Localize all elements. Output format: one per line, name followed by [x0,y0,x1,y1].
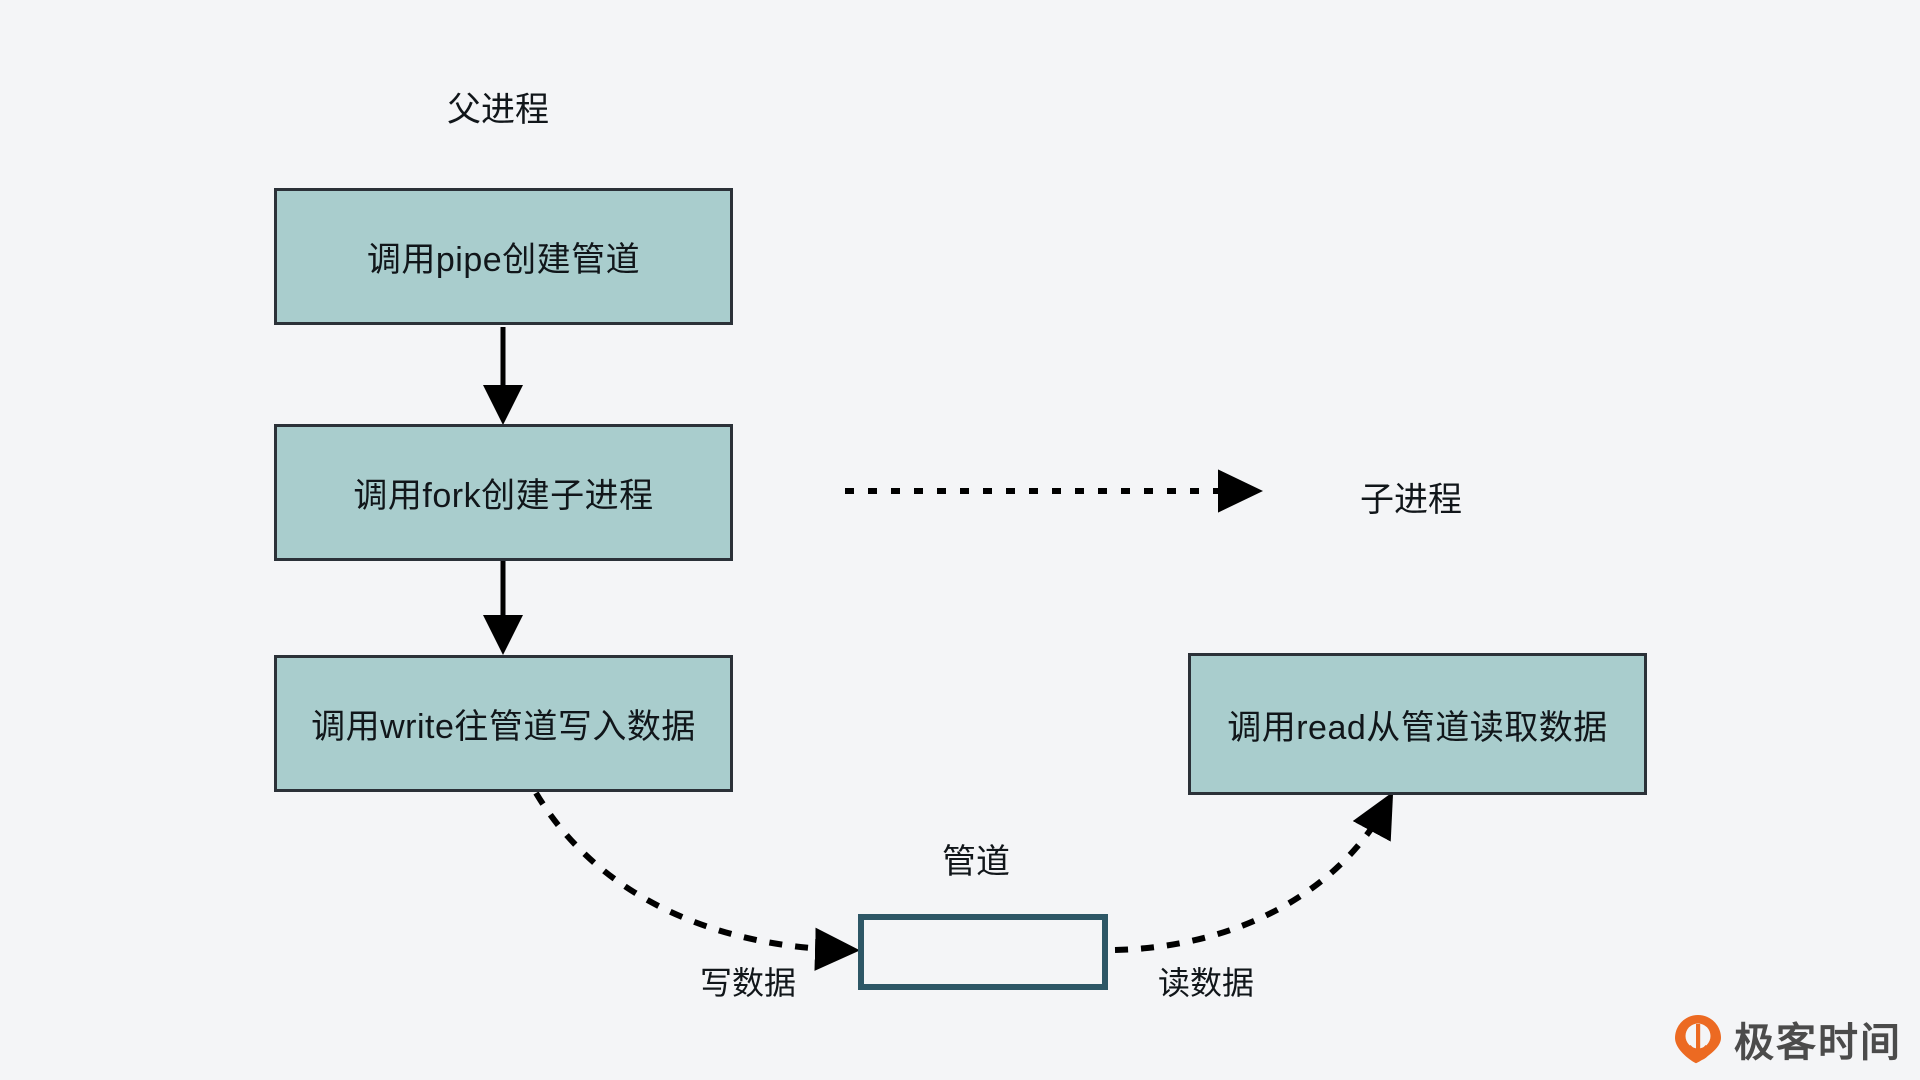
node-read-pipe-label: 调用read从管道读取数据 [1227,708,1608,747]
child-process-label: 子进程 [1360,481,1462,519]
parent-process-label: 父进程 [447,91,549,129]
node-pipe-buffer[interactable] [858,914,1108,990]
node-write-pipe[interactable]: 调用write往管道写入数据 [274,655,733,792]
pipe-label: 管道 [942,843,1010,881]
node-fork-child-label: 调用fork创建子进程 [353,477,654,515]
node-create-pipe[interactable]: 调用pipe创建管道 [274,188,733,325]
read-data-label: 读数据 [1158,965,1255,1001]
edge-write-to-pipe [533,791,860,971]
node-write-pipe-label: 调用write往管道写入数据 [311,708,696,746]
watermark-brand-label: 极客时间 [1734,1021,1902,1065]
node-create-pipe-label: 调用pipe创建管道 [366,241,641,279]
node-read-pipe[interactable]: 调用read从管道读取数据 [1188,653,1647,795]
geektime-logo-icon [1672,1013,1724,1065]
write-data-label: 写数据 [700,965,797,1001]
edge-pipe-to-read [1114,791,1394,953]
watermark: 极客时间 [1672,1010,1902,1068]
node-fork-child[interactable]: 调用fork创建子进程 [274,424,733,561]
